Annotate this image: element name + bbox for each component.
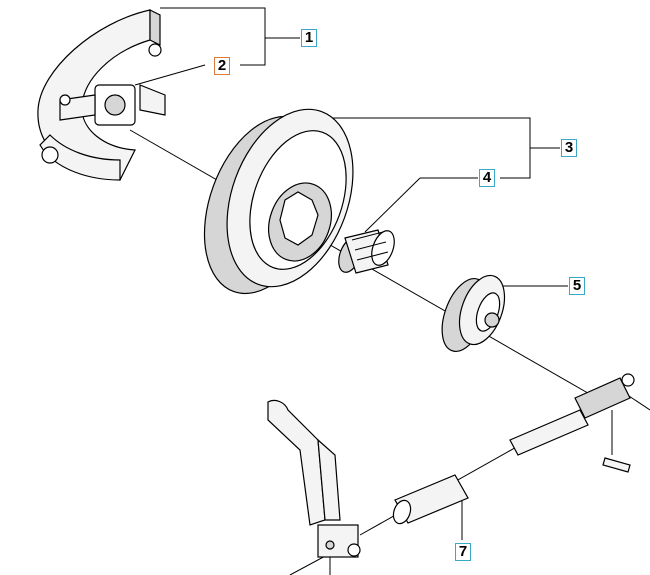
sprocket-part (441, 274, 506, 352)
callout-7[interactable]: 7 (455, 543, 471, 561)
callout-1[interactable]: 1 (301, 29, 317, 47)
clutch-drum-part (203, 108, 354, 295)
callout-2[interactable]: 2 (214, 57, 230, 75)
callout-3[interactable]: 3 (561, 139, 577, 157)
lever-part (267, 399, 361, 558)
shaft-part (509, 373, 635, 473)
needle-bearing-part (338, 229, 395, 274)
callout-5[interactable]: 5 (569, 277, 585, 295)
callout-4[interactable]: 4 (479, 169, 495, 187)
clutch-part (37, 9, 166, 181)
sleeve-part (392, 474, 469, 525)
